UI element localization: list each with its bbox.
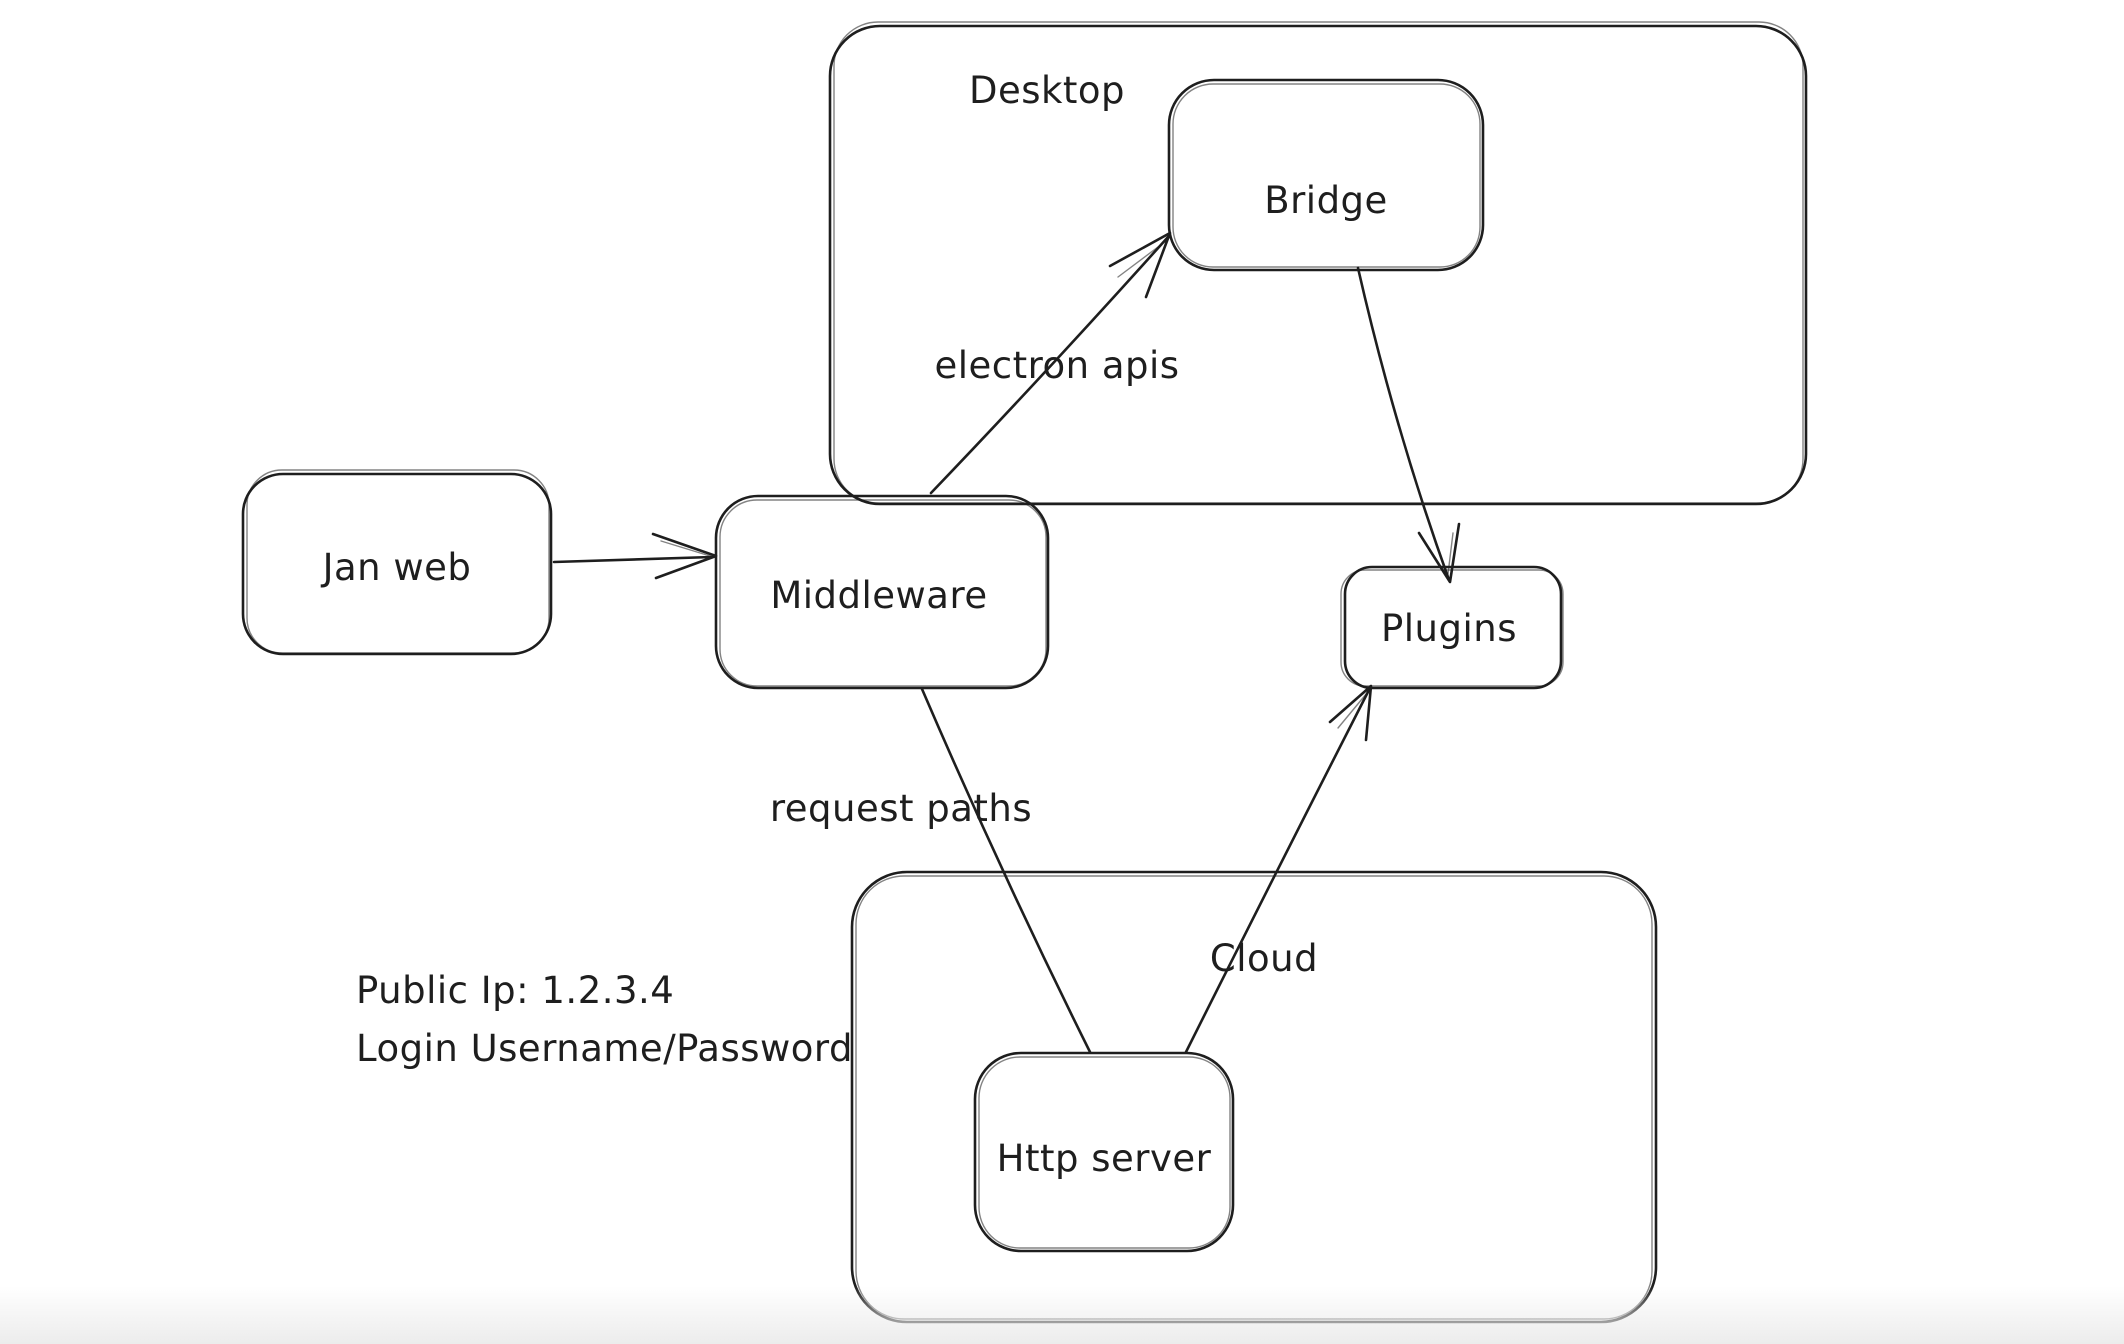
edge-middleware-bridge-arrowhead-echo [1117,240,1167,278]
edge-middleware-bridge-arrowhead [1108,231,1172,299]
node-middleware-outline [714,494,1050,690]
container-cloud-label: Cloud [1210,937,1318,980]
node-http-server-label: Http server [997,1137,1212,1180]
annotation-public-ip: Public Ip: 1.2.3.4 [356,969,674,1012]
container-desktop-outline [828,24,1808,506]
node-http-server-outline [973,1051,1235,1253]
edge-janweb-middleware-line [552,555,714,564]
edge-bridge-plugins-line [1356,266,1451,582]
node-bridge-outline [1167,78,1485,272]
node-http-server-outline-echo [978,1056,1231,1249]
node-middleware[interactable]: Middleware [714,494,1050,690]
edge-middleware-to-bridge[interactable]: electron apis [929,231,1180,495]
container-desktop-label: Desktop [969,69,1125,112]
node-middleware-outline-echo [719,499,1047,687]
node-jan-web-label: Jan web [321,546,472,589]
container-cloud[interactable]: Cloud [850,870,1658,1324]
node-plugins[interactable]: Plugins [1340,565,1564,690]
node-jan-web-outline [241,472,553,656]
edge-httpserver-plugins-line [1184,686,1372,1054]
edge-bridge-plugins-arrowhead [1417,522,1461,584]
node-jan-web[interactable]: Jan web [241,469,553,656]
annotation-login: Login Username/Password [356,1027,853,1070]
container-desktop[interactable]: Desktop [828,21,1808,506]
edge-label-request-paths: request paths [770,787,1032,830]
edge-bridge-to-plugins[interactable] [1356,266,1461,584]
edge-janweb-to-middleware[interactable] [552,532,718,580]
node-bridge-outline-echo [1172,83,1481,268]
node-bridge[interactable]: Bridge [1167,78,1485,272]
node-jan-web-outline-echo [246,469,550,654]
node-plugins-label: Plugins [1381,607,1517,650]
node-middleware-label: Middleware [770,574,987,617]
edge-middleware-bridge-line [929,235,1170,495]
node-plugins-outline [1343,565,1563,690]
edge-middleware-to-httpserver[interactable]: request paths [770,687,1092,1054]
node-bridge-label: Bridge [1264,179,1388,222]
annotation-credentials[interactable]: Public Ip: 1.2.3.4 Login Username/Passwo… [356,969,853,1070]
node-plugins-outline-echo [1340,569,1564,687]
container-desktop-outline-echo [833,21,1804,504]
edge-httpserver-to-plugins[interactable] [1184,684,1373,1054]
edge-janweb-middleware-arrowhead-echo [660,540,711,557]
edge-middleware-httpserver-line [920,687,1092,1054]
node-http-server[interactable]: Http server [973,1051,1235,1253]
edge-httpserver-plugins-arrowhead-echo [1337,692,1368,729]
edge-label-electron-apis: electron apis [934,344,1179,387]
